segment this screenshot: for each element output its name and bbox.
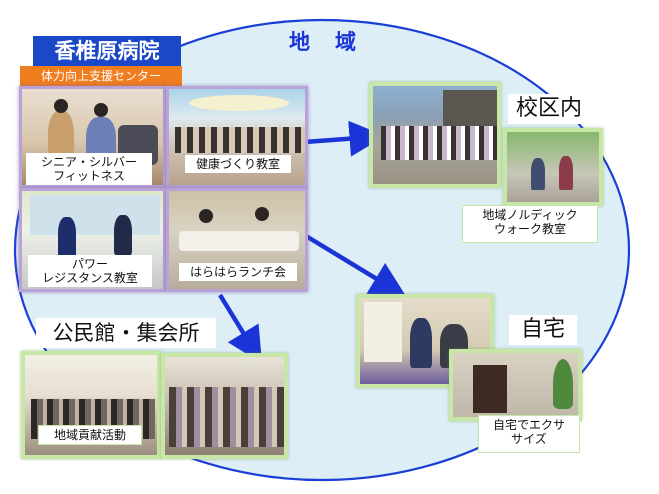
group	[381, 126, 497, 160]
community-activity: 地域貢献活動	[38, 425, 142, 445]
ceiling-light	[189, 95, 289, 111]
arrow-down-right-icon	[304, 234, 407, 298]
figure-head	[94, 103, 108, 117]
program-lunch-photo: はらはらランチ会	[166, 188, 308, 292]
audience	[169, 387, 284, 447]
figure	[114, 215, 132, 255]
figure-head	[54, 99, 68, 113]
program-senior-fitness-photo: シニア・シルバー フィットネス	[19, 86, 166, 188]
arrow-down-icon	[218, 293, 263, 364]
building	[443, 90, 497, 130]
home-activity: 自宅でエクサ サイズ	[478, 415, 580, 453]
figure	[531, 158, 545, 190]
figure-head	[199, 209, 213, 223]
mirror-wall	[30, 195, 160, 235]
community-activity-photo-2	[161, 353, 288, 459]
program-label: パワー レジスタンス教室	[28, 255, 152, 287]
program-label: はらはらランチ会	[179, 263, 297, 281]
figure-head	[255, 207, 269, 221]
program-label: シニア・シルバー フィットネス	[26, 153, 152, 185]
home-title: 自宅	[509, 315, 577, 345]
figure	[58, 217, 76, 257]
region-title: 地 域	[289, 30, 358, 54]
program-health-class-photo: 健康づくり教室	[166, 86, 308, 188]
home-exercise-photo-2	[449, 349, 582, 421]
table	[179, 231, 299, 251]
home-exercise-photo-1	[356, 294, 494, 388]
figure	[559, 156, 573, 190]
community-hall-title: 公民館・集会所	[36, 318, 216, 348]
program-label: 健康づくり教室	[185, 155, 291, 173]
hospital-name: 香椎原病院	[33, 36, 181, 66]
center-name: 体力向上支援センター	[20, 66, 182, 87]
arrow-right-icon	[304, 120, 386, 157]
figure	[410, 318, 432, 368]
crowd	[175, 127, 305, 153]
chair	[473, 365, 507, 413]
nordic-walk-photo	[503, 128, 603, 206]
window	[364, 302, 402, 362]
program-power-resistance-photo: パワー レジスタンス教室	[19, 188, 166, 292]
school-district-title: 校区内	[508, 94, 590, 124]
school-district-activity: 地域ノルディック ウォーク教室	[462, 205, 598, 243]
plant	[553, 359, 573, 409]
school-district-group-photo	[369, 82, 501, 188]
